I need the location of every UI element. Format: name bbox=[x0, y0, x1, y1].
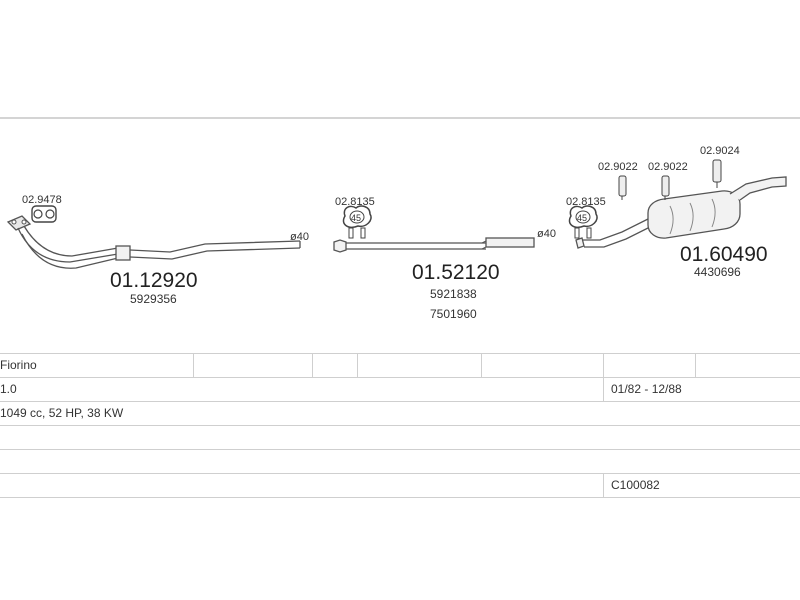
rear-silencer[interactable] bbox=[575, 176, 787, 249]
front-diameter: ø40 bbox=[290, 231, 309, 243]
rear-clamp-code: 02.8135 bbox=[566, 196, 606, 208]
middle-pipe[interactable] bbox=[333, 237, 535, 253]
table-row-engine: 1.0 01/82 - 12/88 bbox=[0, 378, 800, 402]
rear-oem-number: 4430696 bbox=[694, 265, 741, 279]
vehicle-info-table: Fiorino 1.0 01/82 - 12/88 1049 cc, 52 HP… bbox=[0, 353, 800, 498]
rear-hanger-1-code: 02.9022 bbox=[598, 161, 638, 173]
front-part-number: 01.12920 bbox=[110, 269, 198, 292]
middle-clamp-size: 45 bbox=[351, 213, 361, 223]
front-clamp-code: 02.9478 bbox=[22, 194, 62, 206]
middle-diameter: ø40 bbox=[537, 228, 556, 240]
rear-hanger-2[interactable] bbox=[661, 175, 670, 200]
top-divider bbox=[0, 117, 800, 119]
middle-oem-number-1: 5921838 bbox=[430, 287, 477, 301]
front-clamp[interactable] bbox=[31, 205, 57, 223]
table-row-model: Fiorino bbox=[0, 353, 800, 378]
middle-clamp-code: 02.8135 bbox=[335, 196, 375, 208]
middle-oem-number-2: 7501960 bbox=[430, 307, 477, 321]
period-cell: 01/82 - 12/88 bbox=[611, 382, 682, 396]
system-code-cell: C100082 bbox=[611, 478, 660, 492]
front-downpipe bbox=[17, 227, 119, 263]
rear-part-number: 01.60490 bbox=[680, 243, 768, 266]
middle-clamp[interactable]: 45 bbox=[342, 205, 372, 239]
rear-hanger-3-code: 02.9024 bbox=[700, 145, 740, 157]
table-row-specs: 1049 cc, 52 HP, 38 KW bbox=[0, 402, 800, 426]
model-cell: Fiorino bbox=[0, 358, 37, 372]
front-pipe-assembly[interactable] bbox=[6, 215, 301, 269]
table-row-code: C100082 bbox=[0, 474, 800, 498]
front-flange bbox=[6, 215, 32, 231]
rear-hanger-1[interactable] bbox=[618, 175, 627, 200]
rear-clamp-size: 45 bbox=[577, 213, 587, 223]
front-joint-sleeve bbox=[115, 245, 131, 261]
rear-hanger-3[interactable] bbox=[712, 159, 722, 188]
rear-clamp[interactable]: 45 bbox=[568, 205, 598, 239]
middle-part-number: 01.52120 bbox=[412, 261, 500, 284]
engine-cell: 1.0 bbox=[0, 382, 17, 396]
table-row-empty-2 bbox=[0, 450, 800, 474]
front-oem-number: 5929356 bbox=[130, 292, 177, 306]
table-row-empty bbox=[0, 426, 800, 450]
specs-cell: 1049 cc, 52 HP, 38 KW bbox=[0, 406, 124, 420]
rear-hanger-2-code: 02.9022 bbox=[648, 161, 688, 173]
